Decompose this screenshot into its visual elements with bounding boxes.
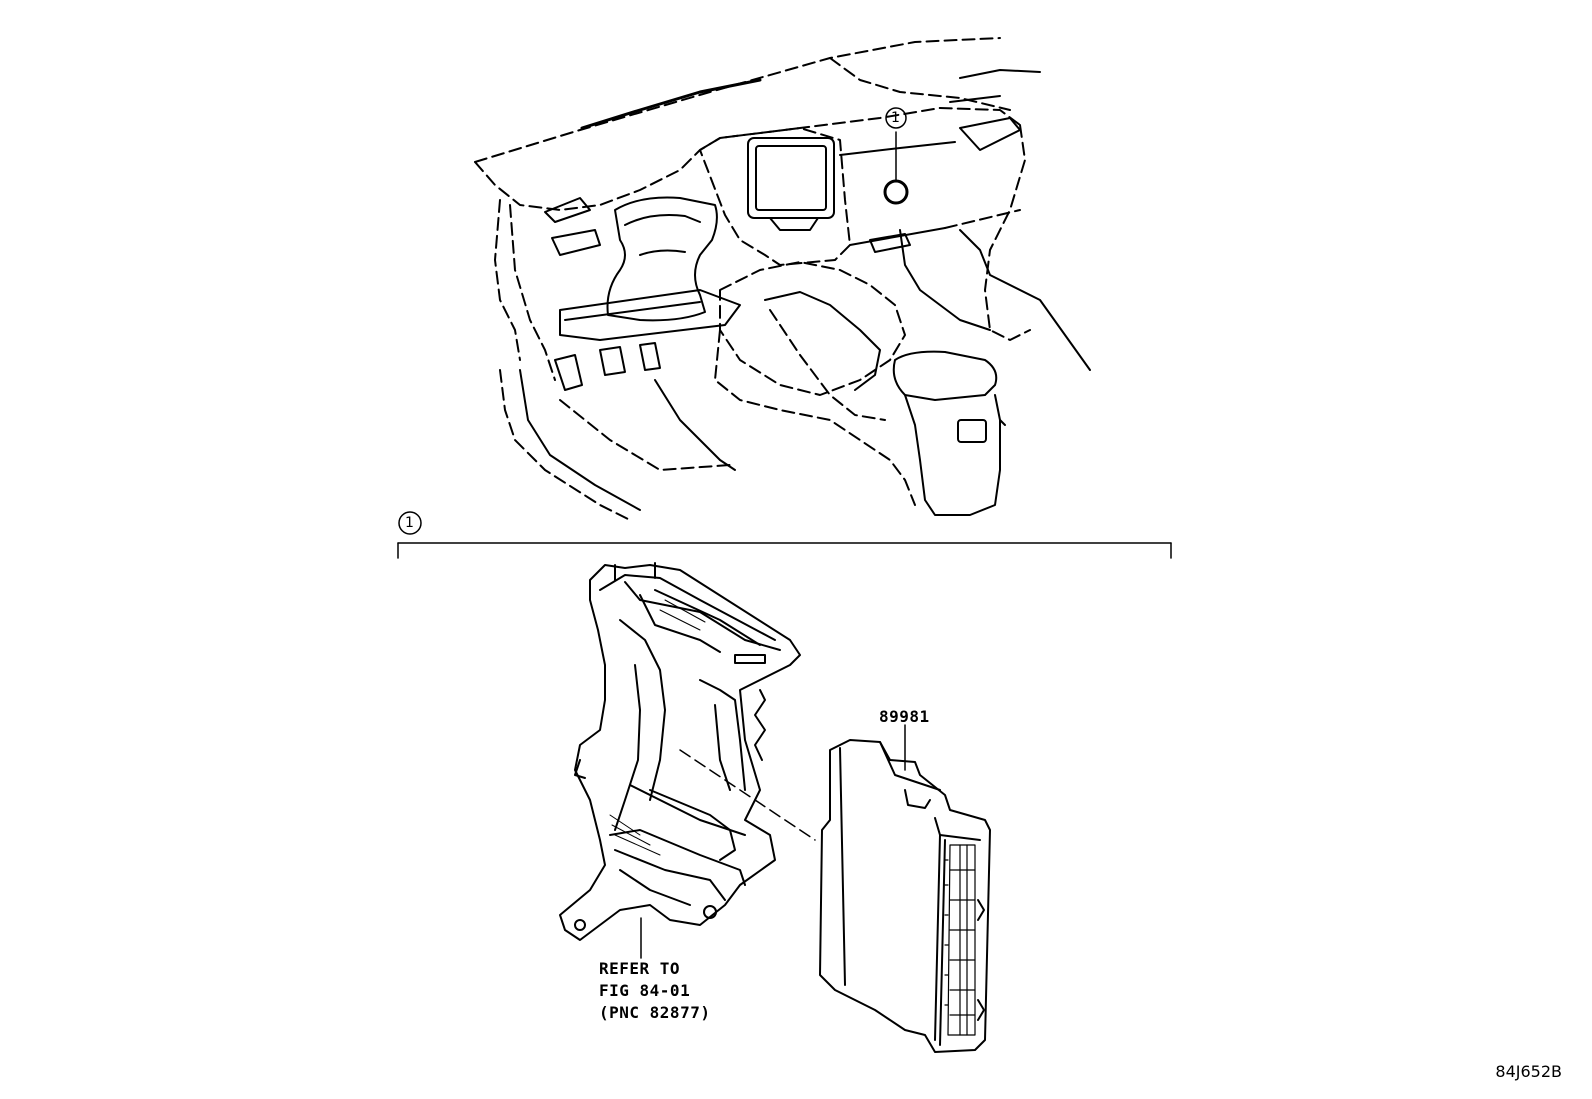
reference-line-2: FIG 84-01	[599, 981, 691, 1000]
detail-bracket	[397, 511, 1172, 559]
drawing-id: 84J652B	[1495, 1062, 1562, 1081]
callout-circle-location	[885, 107, 907, 129]
body-ecu-89981	[819, 739, 991, 1053]
alignment-line	[679, 749, 816, 841]
location-callout-number: 1	[891, 110, 901, 126]
mounting-bracket	[559, 562, 801, 941]
detail-callout-number: 1	[405, 515, 415, 531]
reference-line-1: REFER TO	[599, 959, 681, 978]
dashboard-illustration	[474, 37, 1091, 521]
callout-circle-detail	[398, 511, 422, 535]
part-number-label: 89981	[879, 707, 930, 726]
reference-line-3: (PNC 82877)	[599, 1003, 711, 1022]
